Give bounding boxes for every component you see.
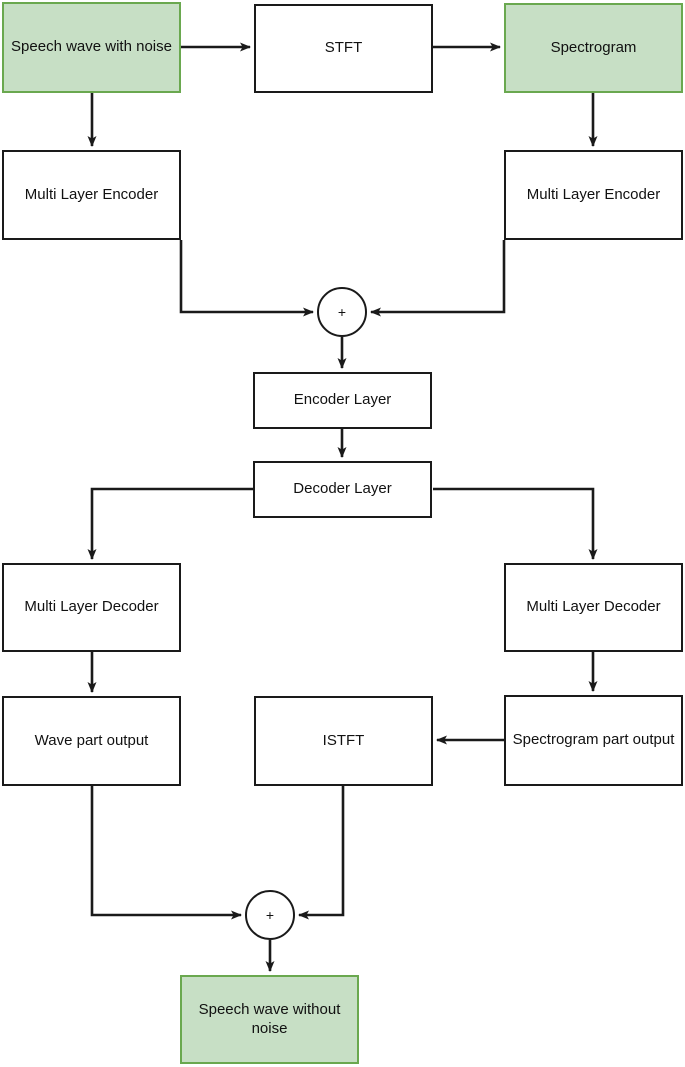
node-speech-wave-without-noise[interactable]: Speech wave without noise [180,975,359,1064]
edge-istft-sumbottom [298,786,345,920]
edge-decoderlayer-decleft [87,487,253,560]
node-spectrogram[interactable]: Spectrogram [504,3,683,93]
plus-icon: + [265,907,275,923]
edge-waveout-sumbottom [90,786,242,920]
node-label: Decoder Layer [293,480,392,498]
node-label: Multi Layer Decoder [24,598,159,616]
node-speech-wave-with-noise[interactable]: Speech wave with noise [2,2,181,93]
node-label: ISTFT [322,731,365,749]
node-label: Wave part output [34,731,149,749]
node-spectrogram-part-output[interactable]: Spectrogram part output [504,695,683,786]
node-multi-layer-encoder-left[interactable]: Multi Layer Encoder [2,150,181,240]
node-multi-layer-decoder-left[interactable]: Multi Layer Decoder [2,563,181,652]
node-stft[interactable]: STFT [254,4,433,93]
sum-operator-top[interactable]: + [317,287,367,337]
plus-icon: + [337,304,347,320]
node-label: Multi Layer Decoder [526,598,661,616]
node-label: Spectrogram [550,38,637,56]
node-label: Spectrogram part output [512,731,675,749]
edge-decoderlayer-decright [433,487,598,560]
node-label: Multi Layer Encoder [526,185,661,203]
node-multi-layer-decoder-right[interactable]: Multi Layer Decoder [504,563,683,652]
sum-operator-bottom[interactable]: + [245,890,295,940]
node-decoder-layer[interactable]: Decoder Layer [253,461,432,518]
node-label: Multi Layer Encoder [24,185,159,203]
node-wave-part-output[interactable]: Wave part output [2,696,181,786]
node-istft[interactable]: ISTFT [254,696,433,786]
node-encoder-layer[interactable]: Encoder Layer [253,372,432,429]
edge-encright-sumtop [370,240,506,317]
node-label: Encoder Layer [293,391,392,409]
node-multi-layer-encoder-right[interactable]: Multi Layer Encoder [504,150,683,240]
node-label: Speech wave with noise [11,38,172,56]
node-label: STFT [324,39,363,57]
edge-encleft-sumtop [179,240,314,317]
node-label: Speech wave without noise [198,1000,341,1037]
